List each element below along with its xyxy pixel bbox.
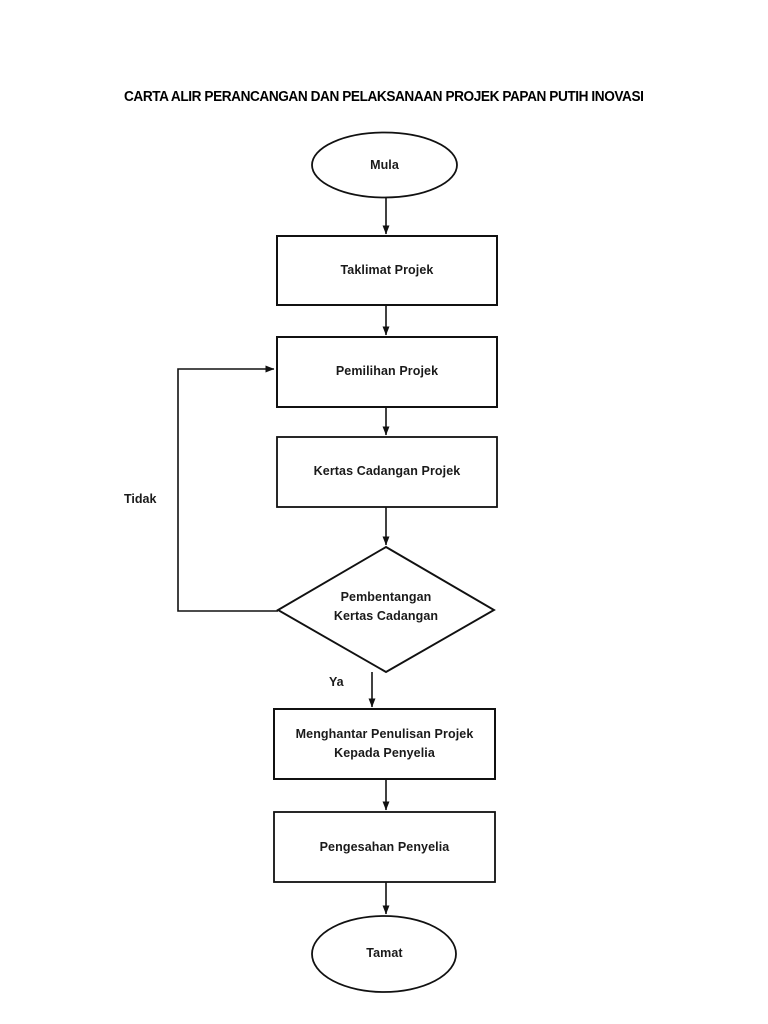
node-pengesahan-shape — [273, 811, 496, 883]
node-decision-shape — [276, 545, 496, 674]
node-kertas-shape — [276, 436, 498, 508]
node-pemilihan-shape — [276, 336, 498, 408]
node-menghantar-shape — [273, 708, 496, 780]
node-start-shape — [311, 131, 458, 199]
edge-decision-to-pemilihan-loop — [177, 365, 278, 612]
edge-label-ya: Ya — [329, 675, 344, 689]
node-taklimat-shape — [276, 235, 498, 306]
node-end-shape — [311, 915, 457, 993]
page-title: CARTA ALIR PERANCANGAN DAN PELAKSANAAN P… — [124, 89, 644, 105]
edge-label-tidak: Tidak — [124, 492, 157, 506]
